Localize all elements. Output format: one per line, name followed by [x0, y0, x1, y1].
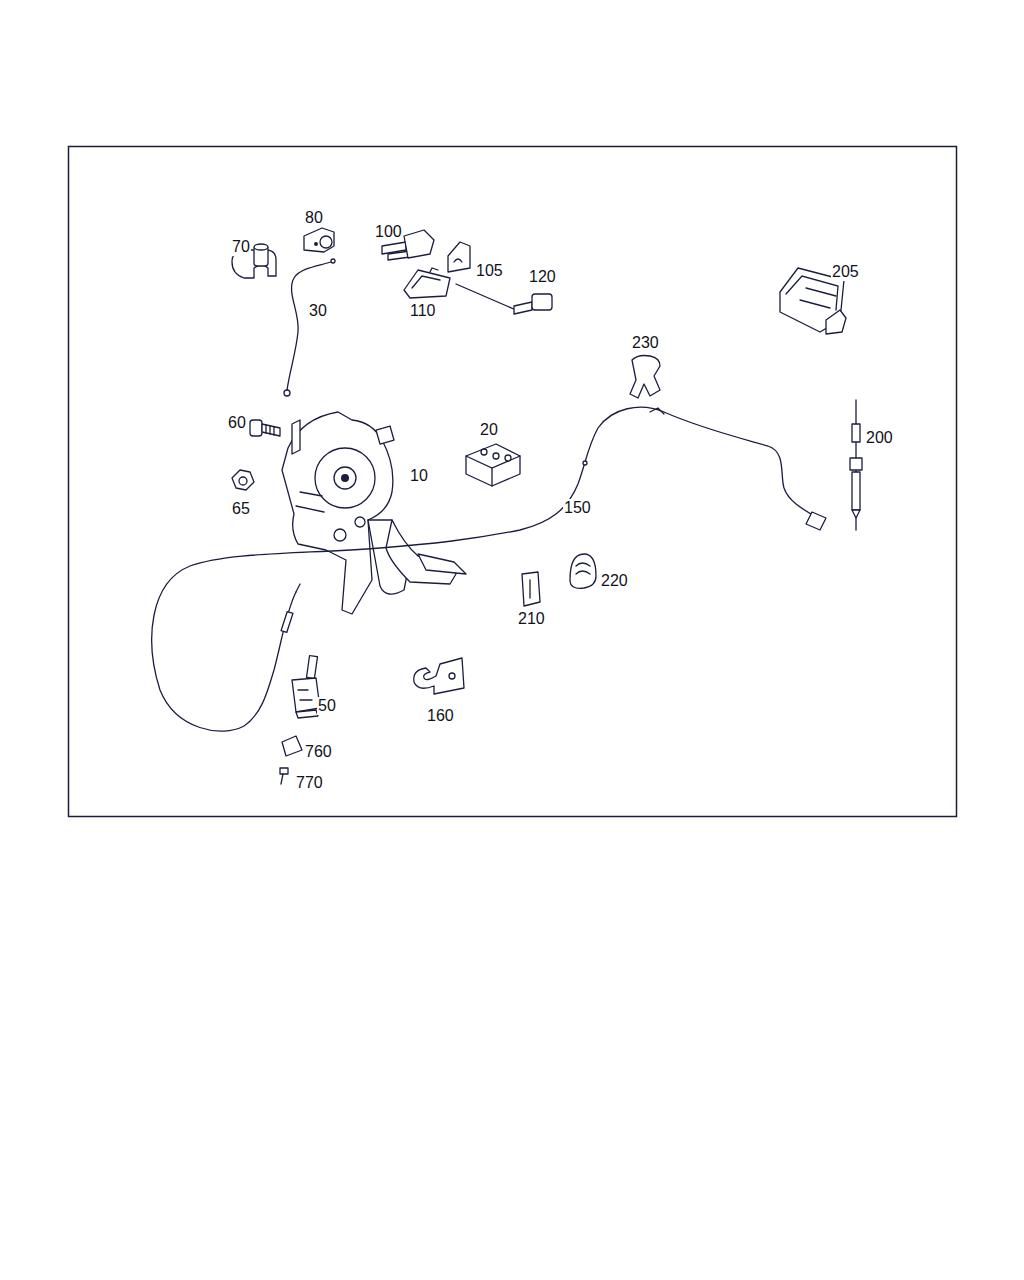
callout-number: 20 — [479, 421, 499, 439]
callout-number: 80 — [304, 209, 324, 227]
callout-number: 110 — [409, 302, 437, 320]
callout-number: 770 — [295, 774, 324, 792]
bolt-part — [250, 420, 280, 436]
callout-number: 10 — [409, 467, 429, 485]
callout-number: 230 — [631, 334, 660, 352]
callout-number: 70 — [231, 238, 251, 256]
callout-number: 760 — [304, 743, 333, 761]
callout-number: 160 — [426, 707, 455, 725]
bolt-part — [456, 284, 552, 314]
bracket-part — [414, 658, 464, 694]
clip-part — [630, 356, 660, 399]
guide-part — [522, 572, 540, 606]
frame — [69, 147, 957, 817]
pad-part — [570, 554, 596, 588]
switch-part — [292, 656, 320, 718]
cable-part — [152, 407, 826, 731]
callout-number: 200 — [865, 429, 894, 447]
callout-number: 50 — [317, 697, 337, 715]
rod-part — [850, 400, 862, 530]
cap-part — [282, 736, 302, 756]
nut-part — [232, 470, 254, 490]
callout-number: 120 — [528, 268, 557, 286]
holder-part — [404, 268, 450, 298]
callout-number: 210 — [517, 610, 546, 628]
bracket-part — [304, 228, 334, 252]
callout-number: 205 — [831, 263, 860, 281]
callout-number: 30 — [308, 302, 328, 320]
callout-number: 100 — [374, 223, 403, 241]
callout-number: 105 — [475, 262, 504, 280]
block-part — [466, 444, 520, 486]
callout-number: 220 — [600, 572, 629, 590]
cable-part — [284, 259, 335, 396]
cap-part — [448, 242, 470, 272]
callout-number: 150 — [563, 499, 592, 517]
pedal-assembly — [282, 412, 466, 614]
callout-number: 60 — [227, 414, 247, 432]
callout-number: 65 — [231, 500, 251, 518]
pin-part — [280, 768, 288, 784]
